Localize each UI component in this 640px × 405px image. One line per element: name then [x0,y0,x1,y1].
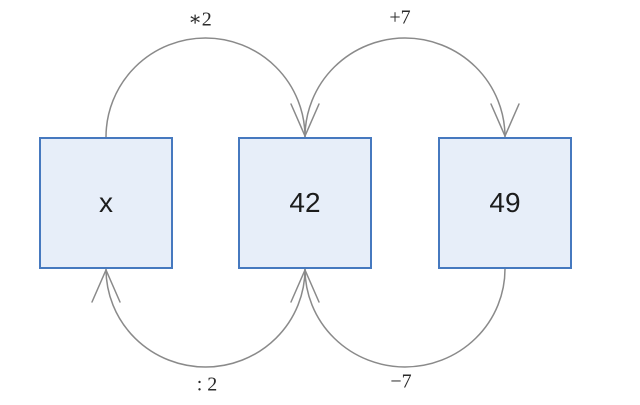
arrowhead-bottom-42-icon [290,268,320,303]
curved-arrow-subtract [304,268,506,368]
arrowhead-top-49-icon [490,103,520,138]
operation-label-multiply: ∗2 [188,8,212,31]
arrowhead-bottom-x-icon [91,268,121,303]
box-42-label: 42 [289,187,321,218]
value-box-x: x [39,137,173,269]
value-box-49: 49 [438,137,572,269]
operation-label-add: +7 [389,6,411,29]
curved-arrow-add [304,37,506,138]
curved-arrow-multiply [105,37,306,138]
operation-label-divide: : 2 [196,373,218,396]
box-49-label: 49 [489,187,521,218]
box-x-label: x [99,187,113,218]
operation-label-subtract: −7 [390,370,412,393]
value-box-42: 42 [238,137,372,269]
curved-arrow-divide [105,268,306,368]
